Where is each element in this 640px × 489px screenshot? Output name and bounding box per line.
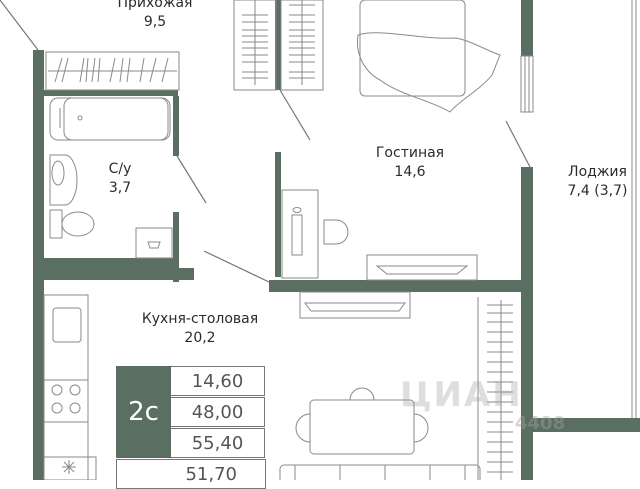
kitchen-tv [299, 291, 411, 319]
living-area-cell: 14,60 [171, 366, 265, 396]
room-name: Кухня-столовая [141, 311, 259, 327]
watermark-brand: ЦИАН [400, 375, 523, 415]
total-area-cell: 48,00 [171, 397, 265, 427]
room-area: 7,4 (3,7) [567, 183, 628, 199]
room-label-loggia: Лоджия 7,4 (3,7) [555, 163, 640, 201]
room-label-bathroom: С/у 3,7 [95, 160, 145, 198]
bathtub [49, 97, 171, 141]
dining-table [295, 387, 429, 455]
kitchen-counter [43, 294, 97, 480]
room-name: Прихожая [117, 0, 193, 11]
room-name: Лоджия [568, 164, 627, 180]
room-label-hallway: Прихожая 9,5 [110, 0, 200, 32]
reduced-area-cell: 51,70 [116, 459, 266, 489]
bathroom-fixtures [49, 154, 173, 259]
hallway-wardrobe [45, 51, 180, 91]
kitchen-wardrobe [477, 297, 513, 480]
room-name: Гостиная [375, 145, 445, 161]
room-area: 3,7 [108, 180, 132, 196]
total-with-loggia-cell: 55,40 [171, 428, 265, 458]
room-area: 9,5 [143, 14, 167, 30]
apartment-type-badge: 2с [116, 366, 171, 458]
walls [33, 0, 640, 480]
bedroom-wardrobes [233, 0, 324, 91]
living-furniture [281, 189, 478, 281]
loggia-window [520, 0, 637, 418]
room-area: 14,6 [394, 164, 426, 180]
room-label-living: Гостиная 14,6 [355, 144, 465, 182]
door-lines [0, 0, 531, 283]
room-area: 20,2 [184, 330, 216, 346]
room-name: С/у [108, 161, 132, 177]
room-label-kitchen: Кухня-столовая 20,2 [120, 310, 280, 348]
bed [356, 0, 501, 113]
watermark-code: 4408 [515, 413, 566, 434]
sofa [279, 464, 481, 480]
